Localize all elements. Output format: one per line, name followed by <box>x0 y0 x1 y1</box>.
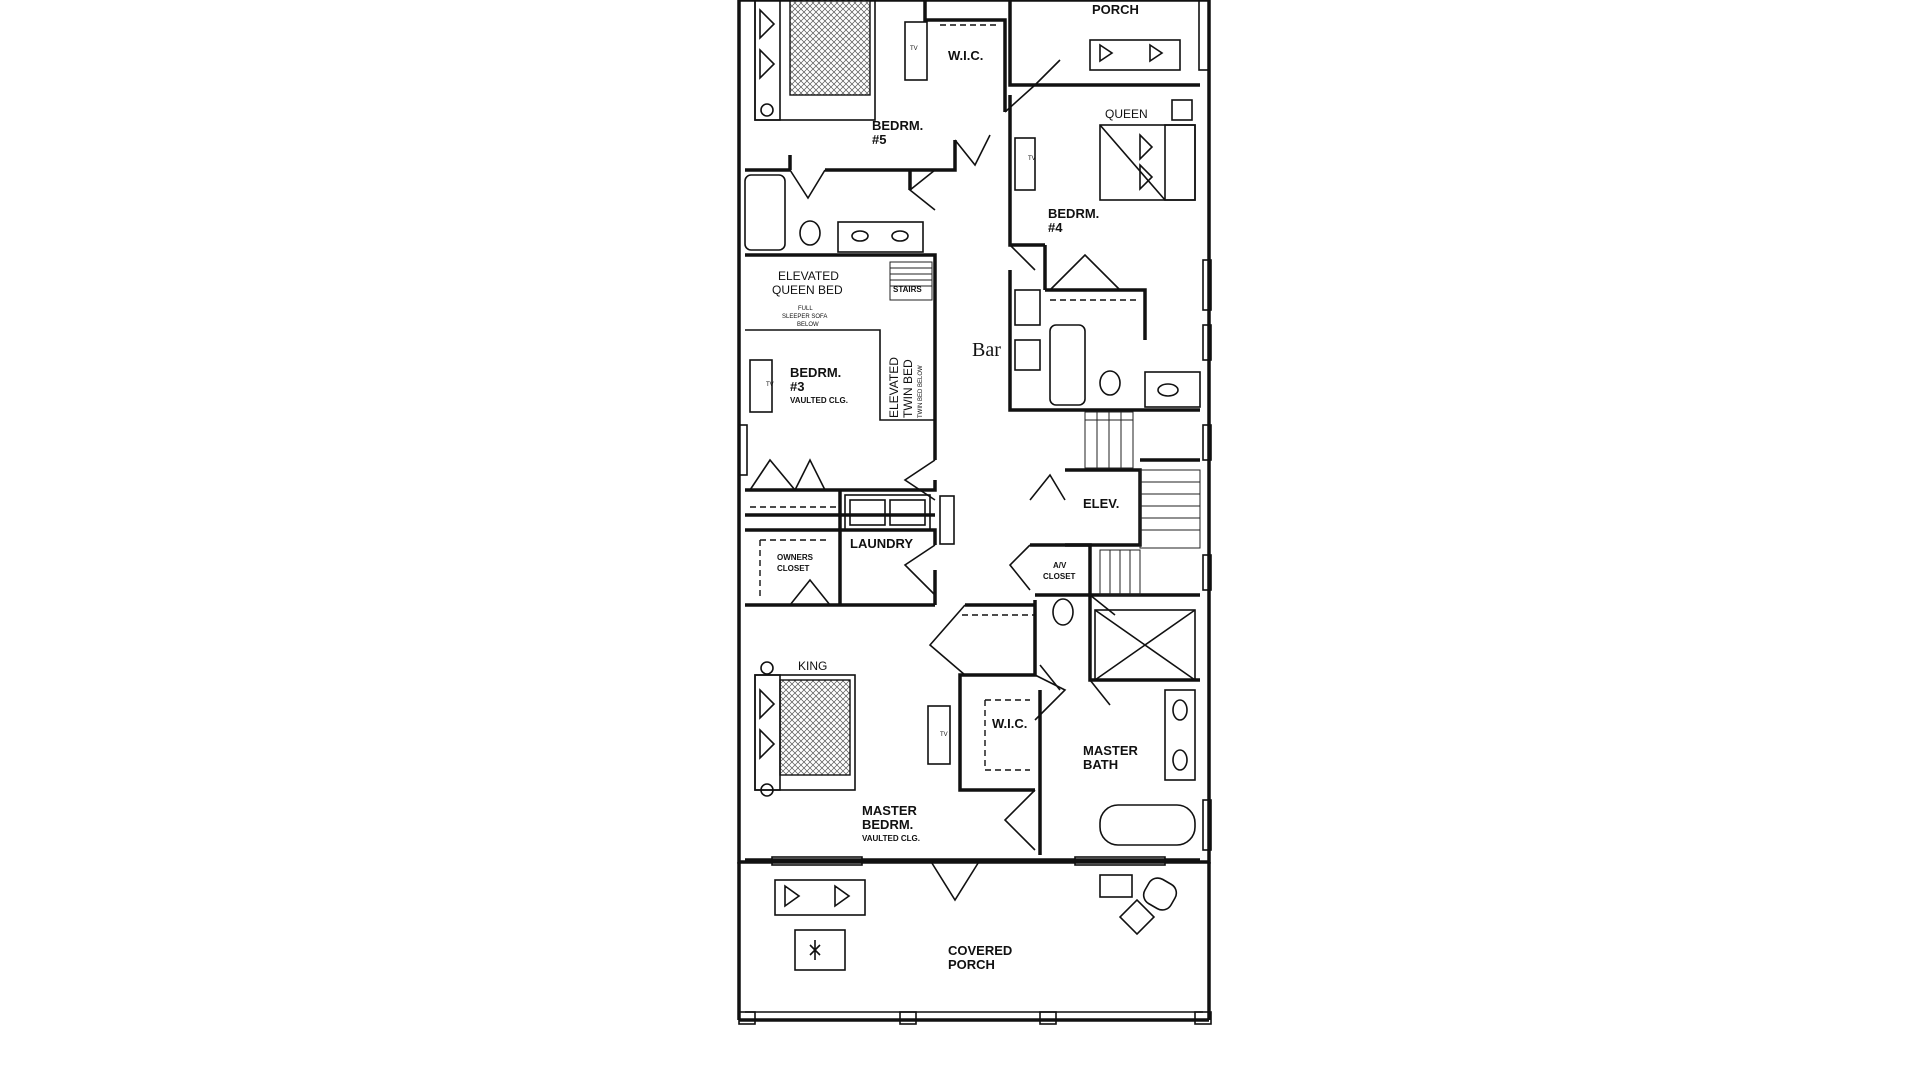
label-bedrm3-note: VAULTED CLG. <box>790 396 848 405</box>
stairs-main <box>1084 411 1201 596</box>
label-owners-closet-2: CLOSET <box>777 564 810 573</box>
bed-bedrm5 <box>754 0 876 121</box>
label-master-bedrm-3: VAULTED CLG. <box>862 834 920 843</box>
label-covered-porch-2: PORCH <box>948 957 995 972</box>
tv-labels: TV TV TV TV <box>766 46 1036 738</box>
label-master-bath-1: MASTER <box>1083 743 1139 758</box>
porch-furniture-top <box>1089 39 1181 71</box>
label-elevated-twin-2: TWIN BED <box>901 359 915 418</box>
loft-outline <box>745 329 935 421</box>
bed-queen <box>1099 99 1196 201</box>
label-master-bath-2: BATH <box>1083 757 1118 772</box>
porch-furniture-covered <box>774 874 1178 971</box>
label-stairs: STAIRS <box>893 285 922 294</box>
fixtures-laundry <box>844 494 931 531</box>
stairs-loft <box>889 261 933 301</box>
tv-units <box>749 21 1036 765</box>
label-sleeper-2: SLEEPER SOFA <box>782 314 827 320</box>
label-owners-closet-1: OWNERS <box>777 553 814 562</box>
tv-label-bedrm5: TV <box>910 46 918 52</box>
fixtures-bath-5 <box>744 174 924 253</box>
label-bedrm3-name: BEDRM. <box>790 365 841 380</box>
label-elev: ELEV. <box>1083 496 1119 511</box>
label-sleeper-1: FULL <box>798 306 813 312</box>
label-master-bedrm-2: BEDRM. <box>862 817 913 832</box>
label-bedrm5-number: #5 <box>872 132 886 147</box>
label-wic-top: W.I.C. <box>948 48 983 63</box>
interior-walls <box>745 0 1200 862</box>
label-wic-master: W.I.C. <box>992 716 1027 731</box>
label-elevated-queen-1: ELEVATED <box>778 269 839 283</box>
tv-label-bedrm3: TV <box>766 382 774 388</box>
label-bar: Bar <box>972 339 1001 361</box>
door-swings <box>749 59 1121 902</box>
label-sleeper-3: BELOW <box>797 322 819 328</box>
label-top-porch: PORCH <box>1092 2 1139 17</box>
label-laundry: LAUNDRY <box>850 536 913 551</box>
label-covered-porch-1: COVERED <box>948 943 1012 958</box>
label-av-closet-2: CLOSET <box>1043 572 1076 581</box>
label-bedrm4-name: BEDRM. <box>1048 206 1099 221</box>
tv-label-bedrm4: TV <box>1028 156 1036 162</box>
label-queen: QUEEN <box>1105 107 1148 121</box>
label-bedrm3-number: #3 <box>790 379 804 394</box>
label-bedrm4-number: #4 <box>1048 220 1063 235</box>
label-king: KING <box>798 659 827 673</box>
dashed-openings <box>750 24 1140 771</box>
label-bedrm5-name: BEDRM. <box>872 118 923 133</box>
room-labels: PORCH BEDRM. #5 W.I.C. QUEEN BEDRM. #4 E… <box>772 2 1148 972</box>
fixtures-bath-4 <box>1014 289 1201 408</box>
label-master-bedrm-1: MASTER <box>862 803 918 818</box>
fixtures-master-bath <box>1052 598 1196 846</box>
label-elevated-twin-1: ELEVATED <box>887 357 901 418</box>
label-elevated-twin-3: TWIN BED BELOW <box>918 365 924 418</box>
tv-label-master: TV <box>940 732 948 738</box>
windows <box>738 0 1212 866</box>
label-elevated-queen-2: QUEEN BED <box>772 283 843 297</box>
label-av-closet-1: A/V <box>1053 561 1067 570</box>
bed-king <box>754 661 856 797</box>
